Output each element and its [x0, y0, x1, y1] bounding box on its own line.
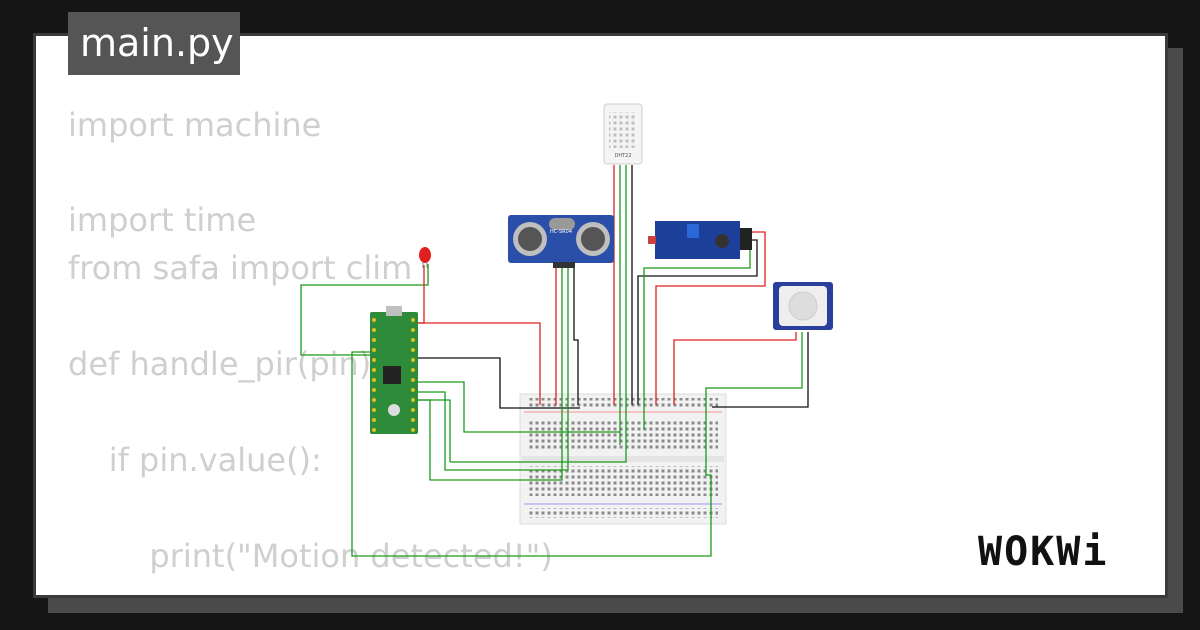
wire — [655, 231, 766, 405]
wires — [300, 165, 809, 557]
ultrasonic-label: HC-SR04 — [550, 229, 572, 235]
breadboard[interactable] — [519, 393, 727, 525]
wire — [637, 239, 758, 405]
wire — [673, 332, 797, 405]
dht22-sensor[interactable]: DHT22 — [603, 103, 643, 165]
code-line: import time — [68, 201, 257, 239]
led[interactable] — [419, 247, 431, 268]
wire — [351, 332, 803, 557]
code-line: if pin.value(): — [68, 441, 322, 479]
ldr-module[interactable] — [648, 221, 752, 259]
wire — [416, 381, 620, 433]
dht22-label: DHT22 — [614, 153, 631, 159]
wire — [712, 332, 809, 408]
wire-led — [300, 264, 429, 356]
code-line: def handle_pir(pin): — [68, 345, 383, 383]
code-line: from safa import clim — [68, 249, 413, 287]
wokwi-logo: WOKWi — [978, 529, 1108, 575]
wire — [416, 399, 451, 462]
pico-board[interactable] — [370, 306, 418, 434]
wokwi-logo-text: WOKWi — [978, 529, 1108, 575]
file-tab[interactable]: main.py — [68, 12, 240, 75]
wire — [416, 322, 541, 405]
wire — [450, 165, 627, 463]
code-line: import machine — [68, 106, 322, 144]
wire — [573, 268, 579, 405]
pir-sensor[interactable] — [773, 282, 833, 330]
wire — [416, 357, 580, 409]
ultrasonic-sensor[interactable]: HC-SR04 — [508, 215, 614, 268]
wire — [416, 268, 569, 471]
